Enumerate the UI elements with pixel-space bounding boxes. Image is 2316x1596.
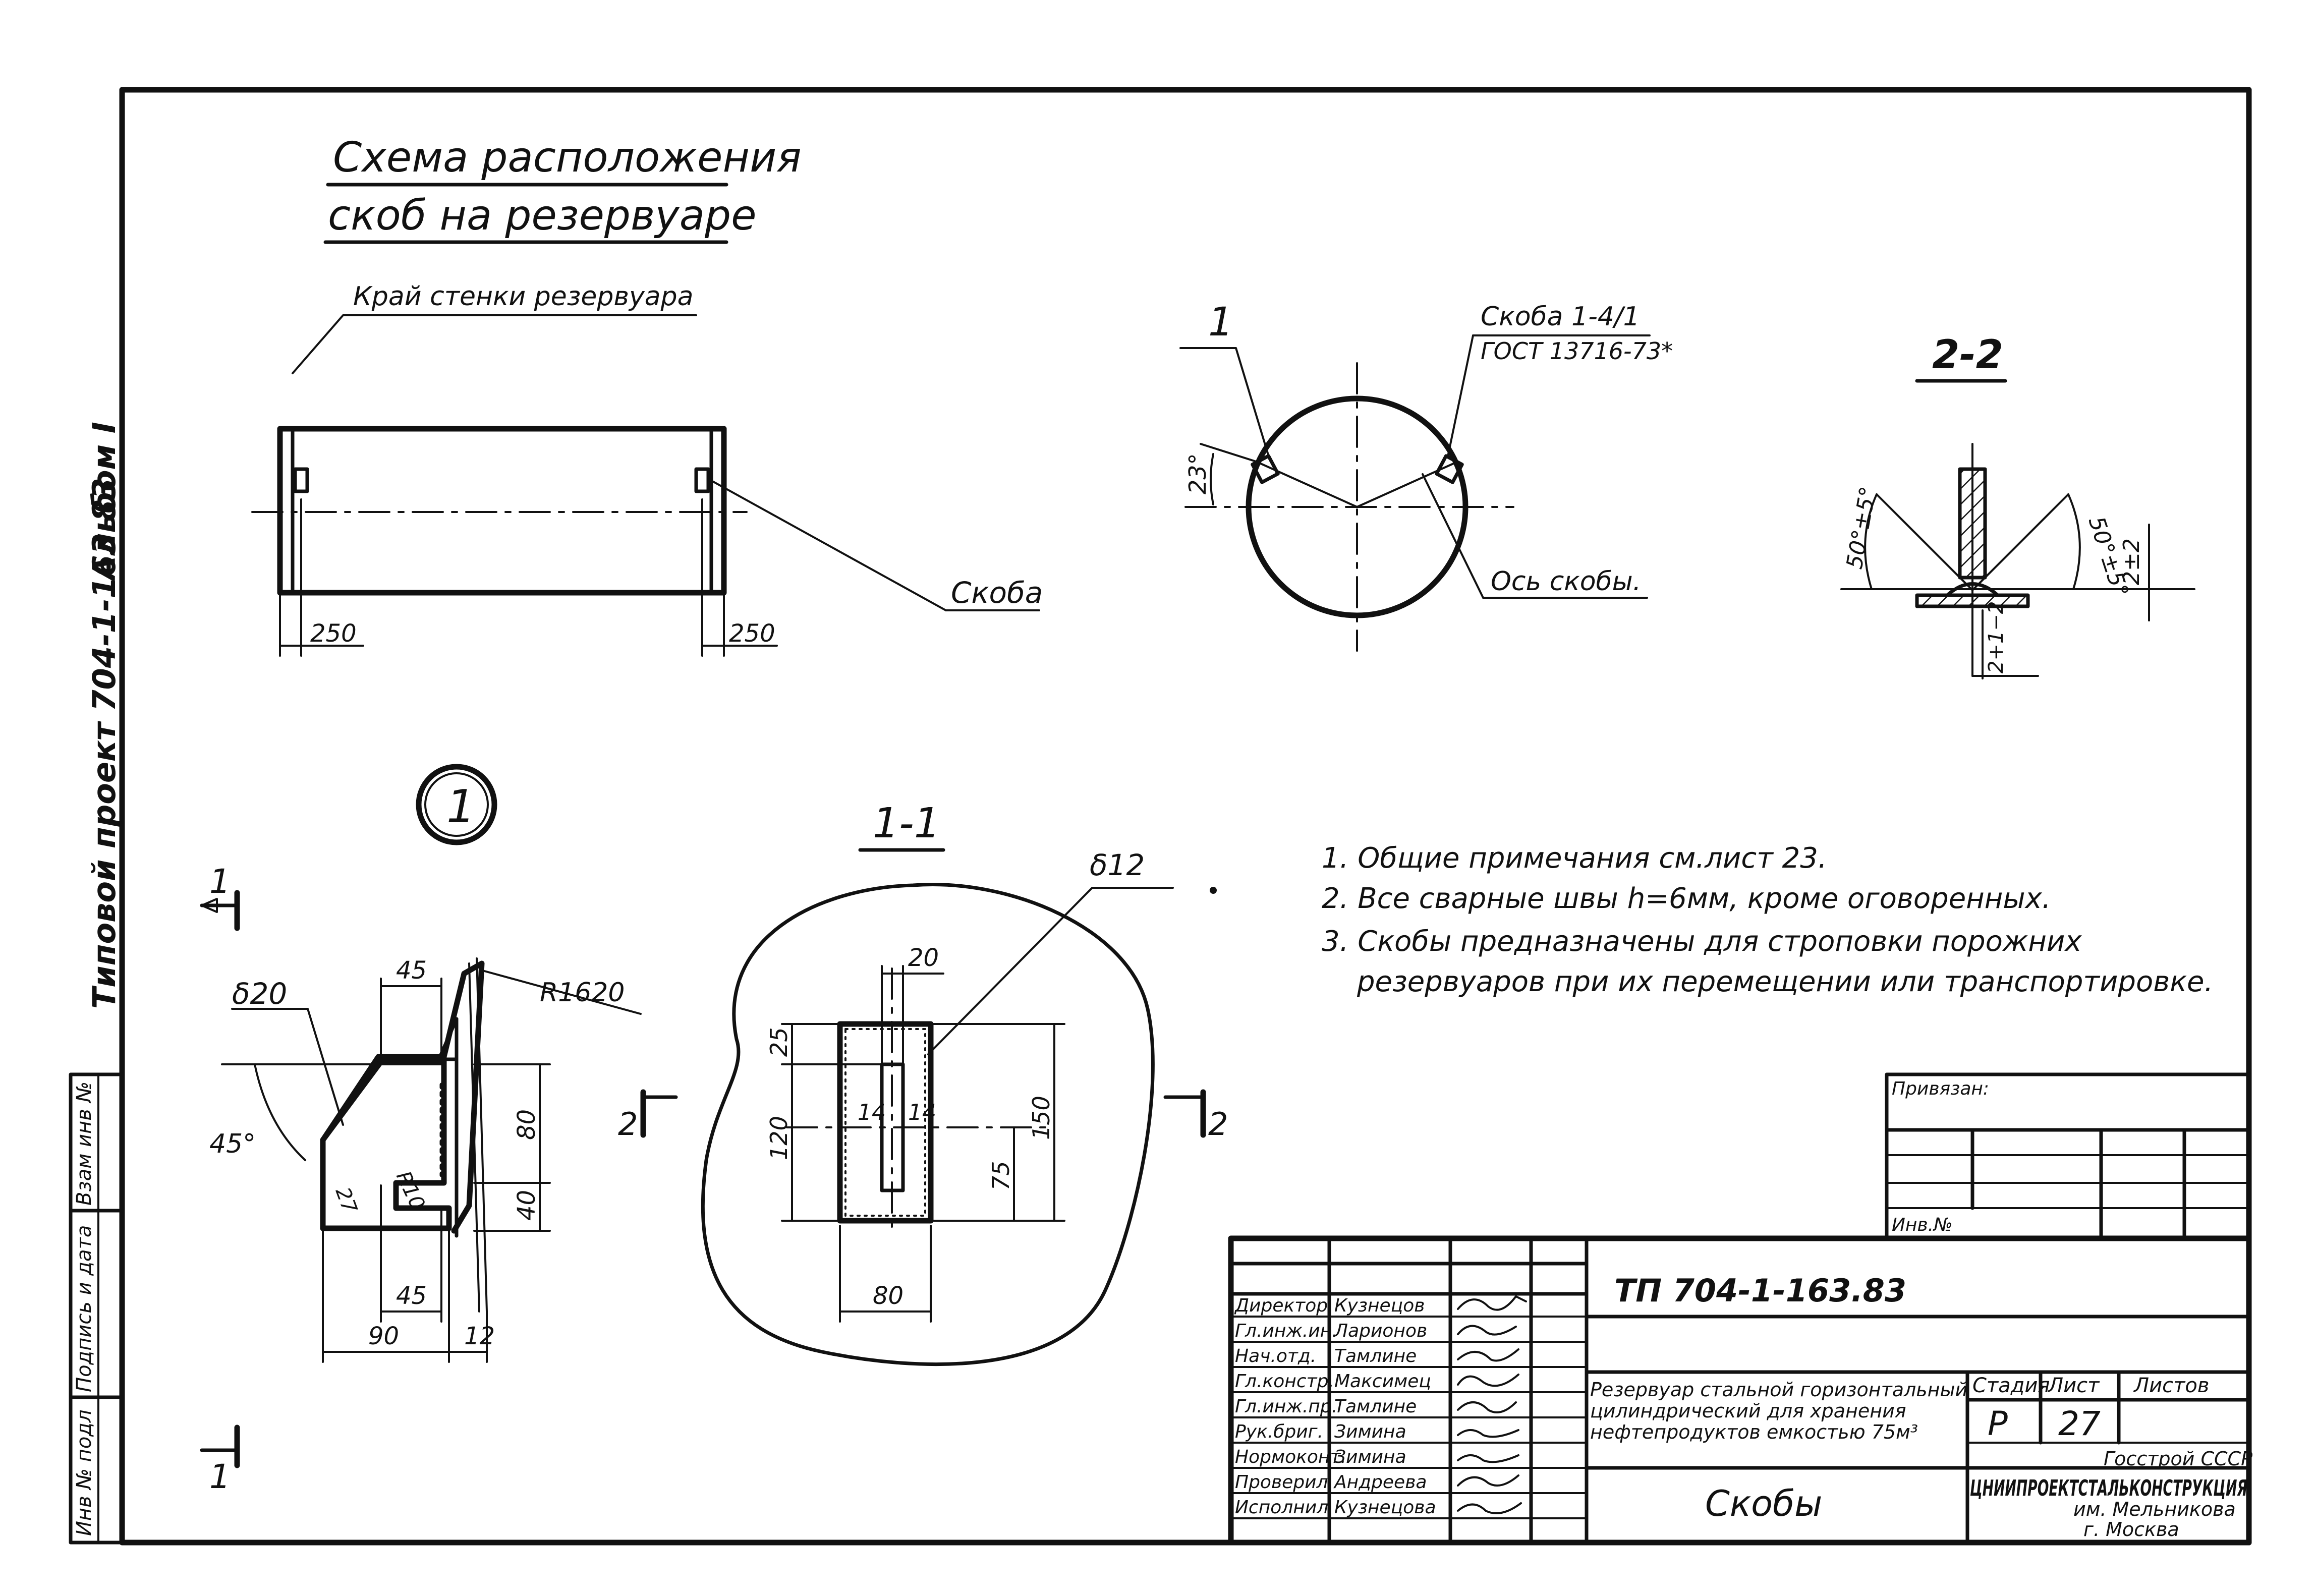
dim-20: 20	[908, 944, 939, 972]
object-line1: Резервуар стальной горизонтальный	[1590, 1379, 1967, 1401]
org-line4: г. Москва	[2083, 1518, 2179, 1541]
dim-top-45: 45	[396, 956, 427, 985]
section-1-1-title: 1-1	[873, 800, 940, 847]
bracket-ref-line2: ГОСТ 13716-73*	[1481, 337, 1673, 365]
org-line3: им. Мельникова	[2073, 1498, 2236, 1520]
name-2: Тамлине	[1334, 1346, 1417, 1366]
sheet-label: Лист	[2047, 1374, 2100, 1397]
sheets-label: Листов	[2133, 1374, 2209, 1397]
placement-scheme: Схема расположения скоб на резервуаре Кр…	[251, 134, 1043, 657]
binding-title: Привязан:	[1892, 1078, 1989, 1099]
radius: R1620	[540, 978, 625, 1008]
section-1-1-outline	[701, 883, 1155, 1366]
role-4: Гл.инж.пр.	[1235, 1396, 1337, 1417]
role-2: Нач.отд.	[1235, 1346, 1316, 1366]
name-6: Зимина	[1334, 1447, 1406, 1467]
name-3: Максимец	[1334, 1371, 1431, 1392]
section-2-2-title: 2-2	[1932, 332, 2003, 378]
dim-25: 25	[765, 1027, 793, 1057]
section-1-1: 1-1 δ12 20 25 120 14 14 150 75 80	[618, 800, 1228, 1366]
role-8: Исполнил	[1235, 1497, 1328, 1518]
side-stamp-inv: Инв № подл	[73, 1409, 96, 1536]
sheet-name: Скобы	[1705, 1483, 1822, 1524]
circle-leader-1: 1	[1208, 300, 1233, 345]
section-2-2: 2-2 50°±5° 50°±5° 2±2 2+1−2	[1840, 332, 2195, 679]
note-3: 3. Скобы предназначены для строповки пор…	[1322, 925, 2082, 958]
side-stamp: Взам инв № Подпись и дата Инв № подл	[69, 1072, 124, 1545]
notes: 1. Общие примечания см.лист 23. 2. Все с…	[1322, 842, 2213, 998]
stage-label: Стадия	[1972, 1374, 2050, 1397]
dim-90: 90	[368, 1322, 399, 1350]
dim-40: 40	[513, 1190, 541, 1221]
role-6: Нормоконт.	[1235, 1447, 1346, 1467]
scheme-title-line2: скоб на резервуаре	[328, 192, 757, 240]
plate-thickness: δ20	[232, 977, 287, 1011]
binding-inv: Инв.№	[1892, 1215, 1953, 1235]
dim-80: 80	[513, 1109, 541, 1140]
dim-80-bottom: 80	[873, 1282, 903, 1310]
dim-75: 75	[987, 1161, 1014, 1190]
object-line2: цилиндрический для хранения	[1590, 1400, 1906, 1422]
dim-14-right: 14	[908, 1100, 936, 1125]
circle-angle: 23°	[1184, 453, 1211, 494]
name-1: Ларионов	[1333, 1321, 1427, 1341]
cut-mark-bottom: 1	[209, 1457, 231, 1496]
detail-1: 1 1 1 δ20 R1620 45° 45	[200, 764, 642, 1496]
axis-label: Ось скобы.	[1491, 566, 1641, 597]
edge-note: Край стенки резервуара	[353, 281, 694, 312]
role-3: Гл.констр.	[1235, 1371, 1334, 1392]
bracket-ref-line1: Скоба 1-4/1	[1481, 302, 1640, 332]
side-stamp-swap: Взам инв №	[73, 1081, 96, 1206]
dim-12: 12	[464, 1322, 495, 1350]
detail-callout: 1	[446, 780, 475, 833]
name-5: Зимина	[1334, 1421, 1406, 1442]
section-2-2-angle-left: 50°±5°	[1842, 485, 1882, 571]
role-0: Директор	[1234, 1295, 1328, 1316]
note-1: 1. Общие примечания см.лист 23.	[1322, 842, 1827, 875]
dim-right-250: 250	[729, 619, 775, 648]
note-2: 2. Все сварные швы h=6мм, кроме оговорен…	[1322, 882, 2051, 915]
cut-right-2: 2	[1208, 1106, 1228, 1143]
org-line2: ЦНИИПРОЕКТСТАЛЬКОНСТРУКЦИЯ	[1970, 1475, 2247, 1501]
object-line3: нефтепродуктов емкостью 75м³	[1590, 1421, 1918, 1443]
section-2-2-dim-right: 2±2	[2119, 538, 2144, 585]
role-5: Рук.бриг.	[1235, 1421, 1323, 1442]
dim-120: 120	[765, 1116, 793, 1160]
signatures	[1457, 1295, 1527, 1514]
dim-150: 150	[1028, 1096, 1055, 1140]
note-4: резервуаров при их перемещении или транс…	[1357, 965, 2213, 998]
cut-mark-top: 1	[209, 862, 231, 901]
angle-45: 45°	[209, 1129, 256, 1159]
org-line1: Госстрой СССР	[2104, 1448, 2252, 1470]
dim-14-left: 14	[858, 1100, 886, 1125]
dim-bottom-45: 45	[396, 1282, 427, 1310]
cut-left-2: 2	[618, 1106, 638, 1143]
title-block: Директор Гл.инж.ин. Нач.отд. Гл.констр. …	[1228, 1235, 2252, 1546]
dim-27: 27	[331, 1184, 362, 1217]
scheme-title-line1: Схема расположения	[333, 134, 802, 182]
section-2-2-dim-bottom: 2+1−2	[1985, 601, 2008, 673]
sheet-value: 27	[2058, 1404, 2101, 1443]
album-label: Альбом I	[86, 422, 123, 583]
name-4: Тамлине	[1334, 1396, 1417, 1417]
sheet-border	[119, 87, 2252, 1546]
dim-left-250: 250	[310, 619, 357, 648]
name-7: Андреева	[1333, 1472, 1427, 1493]
role-7: Проверил	[1235, 1472, 1328, 1493]
side-stamp-sign: Подпись и дата	[73, 1225, 96, 1392]
role-1: Гл.инж.ин.	[1235, 1321, 1338, 1341]
project-side-label: Типовой проект 704-1-163.83	[86, 478, 123, 1009]
name-8: Кузнецова	[1334, 1497, 1436, 1518]
bracket-label: Скоба	[951, 576, 1043, 610]
name-0: Кузнецов	[1334, 1295, 1425, 1316]
doc-code: ТП 704-1-163.83	[1614, 1272, 1906, 1309]
circle-view: 1 Скоба 1-4/1 ГОСТ 13716-73* 23° Ось ско…	[1179, 300, 1673, 652]
binding-block: Привязан: Инв.№	[1885, 1072, 2251, 1240]
thickness-12: δ12	[1090, 848, 1145, 882]
stage-value: Р	[1988, 1404, 2008, 1443]
